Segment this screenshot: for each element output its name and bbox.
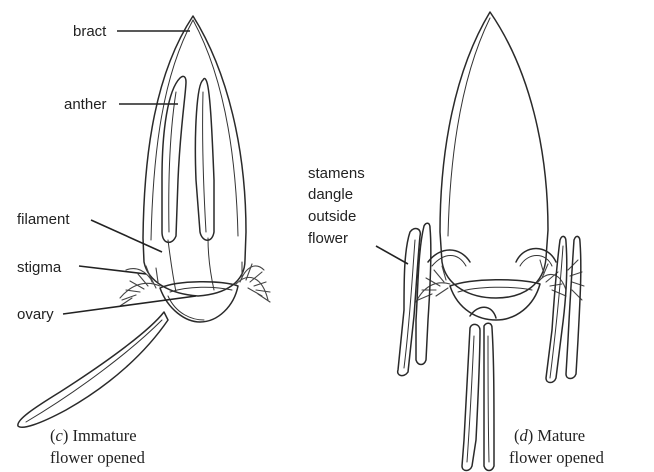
caption-d-line1: (d) Mature	[514, 426, 585, 445]
stamens-leader	[376, 246, 408, 264]
caption-c-line2: flower opened	[50, 448, 146, 467]
caption-c-letter: c	[56, 426, 64, 445]
caption-c-line1: (c) Immature	[50, 426, 137, 445]
immature-anther-left	[162, 76, 186, 242]
immature-bract	[143, 16, 246, 296]
label-stamens-4: flower	[308, 230, 348, 247]
immature-stalk	[18, 312, 168, 427]
caption-d-title: Mature	[533, 426, 585, 445]
mature-bract	[440, 12, 548, 298]
mature-flower	[398, 12, 584, 471]
immature-stigma-right	[236, 262, 270, 302]
mature-stamen-right	[546, 236, 567, 382]
label-stamens-1: stamens	[308, 165, 365, 182]
caption-c-title: Immature	[68, 426, 136, 445]
stigma-leader	[79, 266, 146, 274]
label-stamens-2: dangle	[308, 186, 353, 203]
label-bract: bract	[73, 23, 107, 40]
caption-d-line2: flower opened	[509, 448, 605, 467]
label-ovary: ovary	[17, 306, 54, 323]
label-stamens-3: outside	[308, 208, 356, 225]
label-filament: filament	[17, 211, 70, 228]
label-stigma: stigma	[17, 259, 62, 276]
label-anther: anther	[64, 96, 107, 113]
caption-d-letter: d	[520, 426, 529, 445]
